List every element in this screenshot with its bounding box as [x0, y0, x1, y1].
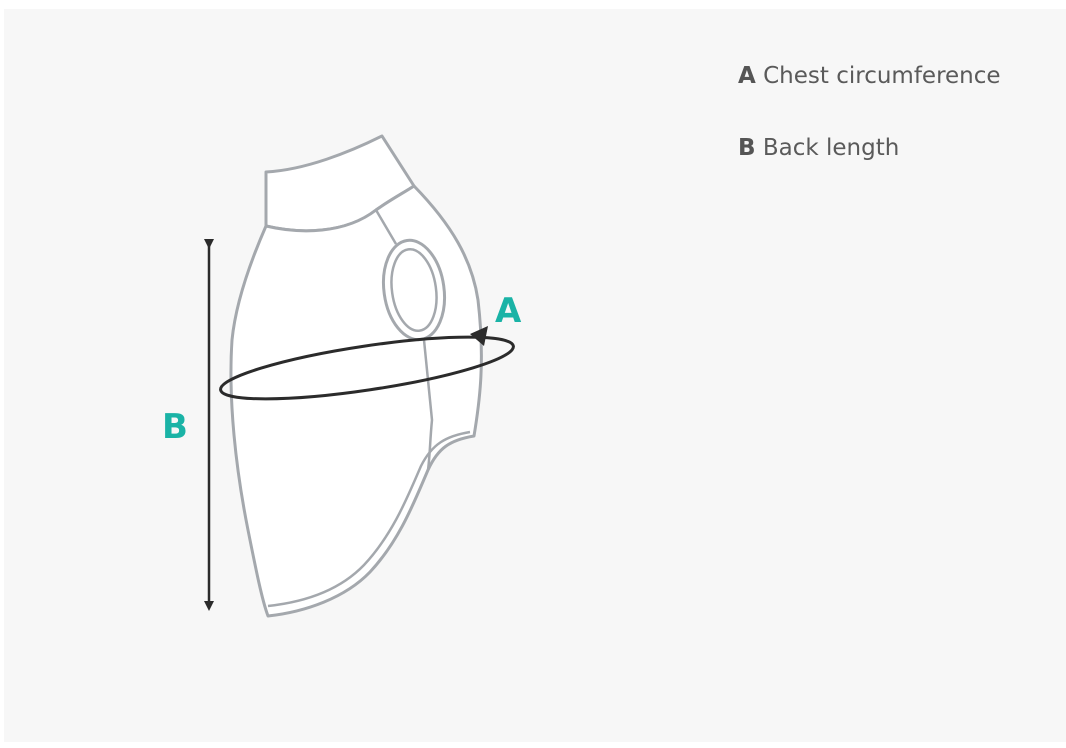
- dog-garment-illustration: [229, 134, 483, 618]
- legend-item-back: B Back length: [738, 132, 1001, 164]
- marker-a-label: A: [495, 291, 522, 331]
- legend-label-chest: Chest circumference: [763, 63, 1001, 89]
- measurement-legend: A Chest circumference B Back length: [738, 60, 1001, 204]
- chest-arrow-head: [470, 326, 488, 346]
- diagram-panel: [4, 9, 1066, 742]
- chest-circumference-loop: [219, 326, 515, 401]
- garment-seam: [374, 209, 434, 471]
- legend-key-b: B: [738, 135, 756, 161]
- leg-opening-inner: [390, 248, 438, 332]
- legend-item-chest: A Chest circumference: [738, 60, 1001, 92]
- legend-label-back: Back length: [762, 135, 900, 161]
- marker-b-label: B: [162, 407, 188, 447]
- garment-body: [229, 184, 483, 618]
- legend-key-a: A: [738, 63, 756, 89]
- garment-hem-trim: [267, 430, 471, 608]
